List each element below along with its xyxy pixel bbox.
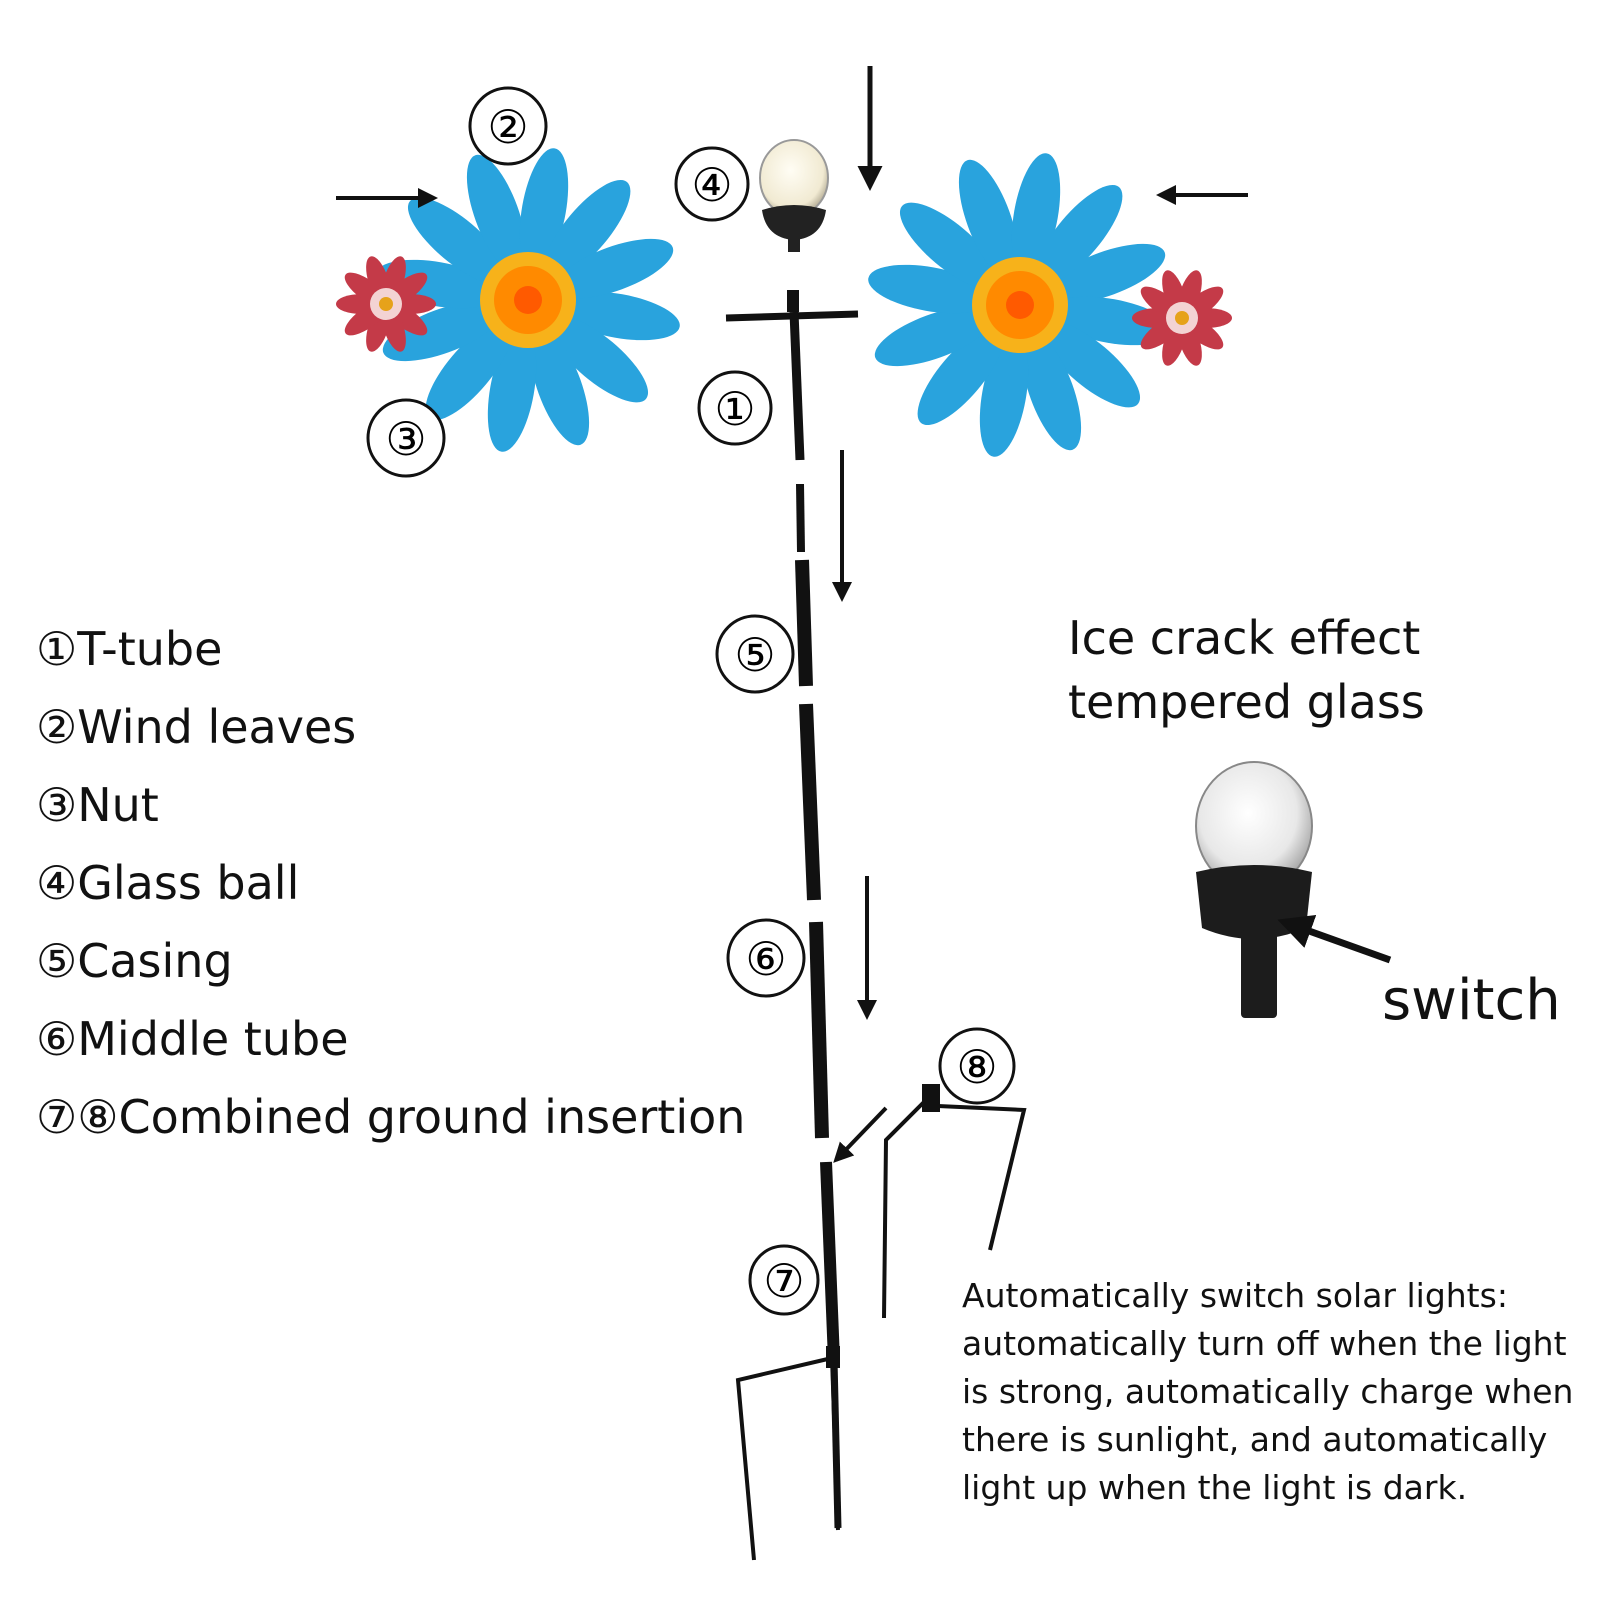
parts-legend: ①T-tube ②Wind leaves ③Nut ④Glass ball ⑤C… bbox=[36, 610, 745, 1156]
wind-leaf bbox=[407, 197, 508, 285]
wind-leaf bbox=[899, 202, 1000, 290]
svg-text:⑤: ⑤ bbox=[734, 628, 775, 682]
wind-leaves-left bbox=[376, 148, 680, 452]
glass-note-line2: tempered glass bbox=[1068, 675, 1425, 729]
wind-leaf bbox=[874, 306, 993, 367]
wind-leaf bbox=[1021, 332, 1082, 451]
ground-stake-fork bbox=[735, 1346, 840, 1561]
nut-core bbox=[379, 297, 393, 311]
svg-text:⑥: ⑥ bbox=[745, 932, 786, 986]
wind-leaf bbox=[543, 179, 631, 280]
svg-text:②: ② bbox=[487, 100, 528, 154]
svg-text:①: ① bbox=[714, 382, 755, 436]
glass-ball-part bbox=[759, 139, 829, 252]
legend-item-casing: ⑤Casing bbox=[36, 934, 233, 988]
wind-leaf bbox=[1035, 184, 1123, 285]
arrow-to-switch bbox=[1277, 914, 1392, 964]
wind-leaves-right bbox=[868, 153, 1172, 457]
callout-6: ⑥ bbox=[726, 918, 806, 998]
callout-7: ⑦ bbox=[748, 1244, 820, 1316]
switch-label: switch bbox=[1382, 968, 1561, 1033]
auto-switch-note: Automatically switch solar lights: autom… bbox=[962, 1276, 1574, 1507]
wind-leaf bbox=[425, 320, 513, 421]
svg-text:④: ④ bbox=[691, 158, 732, 212]
legend-item-ground-insertion: ⑦⑧Combined ground insertion bbox=[36, 1090, 746, 1144]
glass-ball-detail bbox=[1195, 761, 1313, 1018]
callout-8: ⑧ bbox=[938, 1027, 1016, 1105]
callout-3: ③ bbox=[366, 398, 446, 478]
svg-text:⑦: ⑦ bbox=[763, 1254, 804, 1308]
wind-leaf bbox=[1040, 320, 1141, 408]
casing-tube bbox=[795, 559, 813, 687]
legend-item-middle-tube: ⑥Middle tube bbox=[36, 1012, 349, 1066]
callout-1: ① bbox=[697, 370, 773, 446]
wind-leaf bbox=[382, 301, 501, 362]
wind-leaf bbox=[958, 159, 1019, 278]
arrow-to-joint bbox=[833, 1106, 888, 1163]
wind-leaf bbox=[466, 154, 527, 273]
wind-leaf bbox=[529, 327, 590, 446]
legend-item-t-tube: ①T-tube bbox=[36, 622, 223, 676]
svg-text:③: ③ bbox=[385, 412, 426, 466]
nut-core bbox=[1175, 311, 1189, 325]
callout-4: ④ bbox=[674, 146, 750, 222]
legend-item-nut: ③Nut bbox=[36, 778, 159, 832]
t-tube bbox=[725, 290, 859, 461]
nut-left bbox=[336, 256, 436, 352]
nut-right bbox=[1132, 270, 1232, 366]
middle-tube bbox=[809, 921, 829, 1139]
callout-5: ⑤ bbox=[715, 614, 795, 694]
glass-note-line1: Ice crack effect bbox=[1068, 611, 1421, 665]
wind-leaf bbox=[917, 325, 1005, 426]
ground-stake-8 bbox=[882, 1084, 1027, 1319]
callout-2: ② bbox=[468, 86, 548, 166]
wind-leaf bbox=[555, 238, 674, 299]
svg-text:⑧: ⑧ bbox=[956, 1040, 997, 1094]
legend-item-glass-ball: ④Glass ball bbox=[36, 856, 300, 910]
legend-item-wind-leaves: ②Wind leaves bbox=[36, 700, 357, 754]
glass-note: Ice crack effect tempered glass bbox=[1068, 606, 1488, 734]
wind-leaf bbox=[1047, 243, 1166, 304]
wind-leaf bbox=[548, 315, 649, 403]
